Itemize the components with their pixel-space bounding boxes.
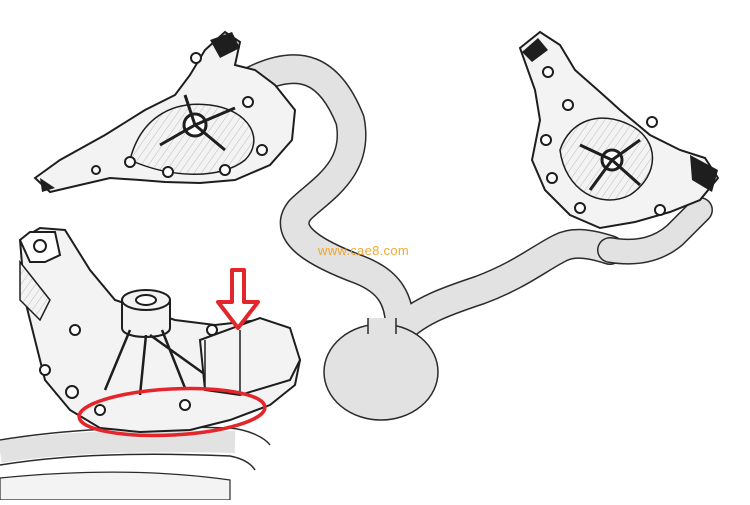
runner-system	[0, 54, 713, 501]
casting-part-top-right	[518, 30, 720, 230]
casting-part-detail	[18, 226, 302, 434]
watermark-text: www.cae8.com	[318, 243, 410, 258]
down-arrow-indicator	[216, 268, 260, 330]
casting-part-top-left	[33, 30, 297, 194]
circled-defect-region	[77, 386, 267, 438]
